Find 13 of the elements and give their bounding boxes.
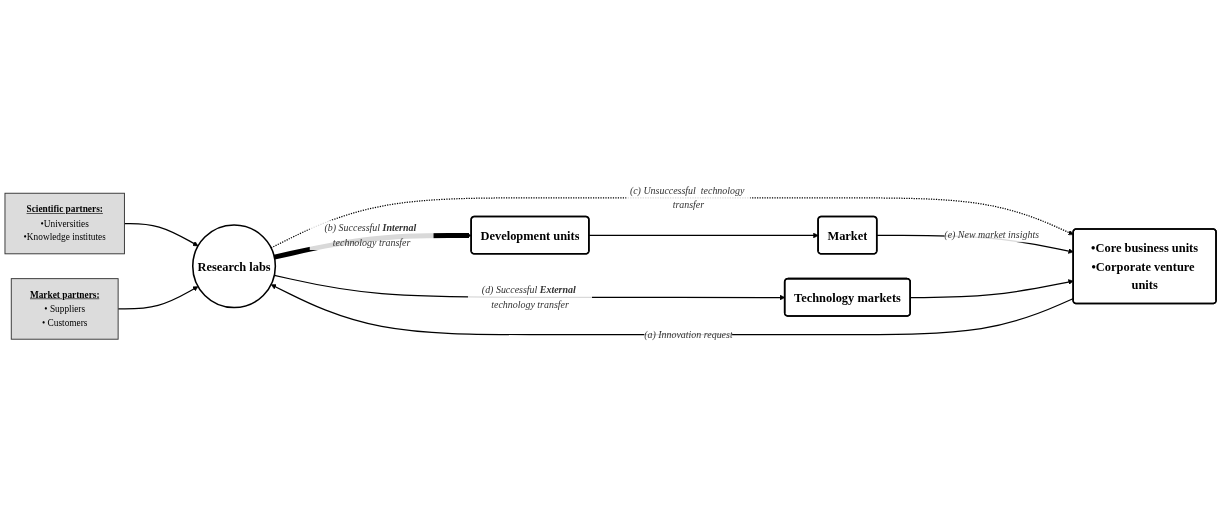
arrow <box>588 232 819 239</box>
arrow <box>117 286 199 310</box>
arrow <box>270 197 1074 249</box>
node-circle: Research labs <box>191 224 277 309</box>
edge-label: (a) Innovation request <box>644 328 733 340</box>
edge-label: (c) Unsuccessful technology transfer <box>629 184 745 211</box>
edge-label: (b) Successful Internal technology transfer <box>324 222 417 248</box>
arrow <box>270 284 1075 336</box>
edge-label: (e) New market insights <box>944 229 1040 241</box>
arrow <box>123 222 199 247</box>
node-box: Scientific partners: •Universities •Knowledge institutes <box>4 192 125 255</box>
edge-label: (d) Successful External technology transfer <box>481 284 576 310</box>
node-box: Market partners: • Suppliers • Customers <box>10 278 119 340</box>
